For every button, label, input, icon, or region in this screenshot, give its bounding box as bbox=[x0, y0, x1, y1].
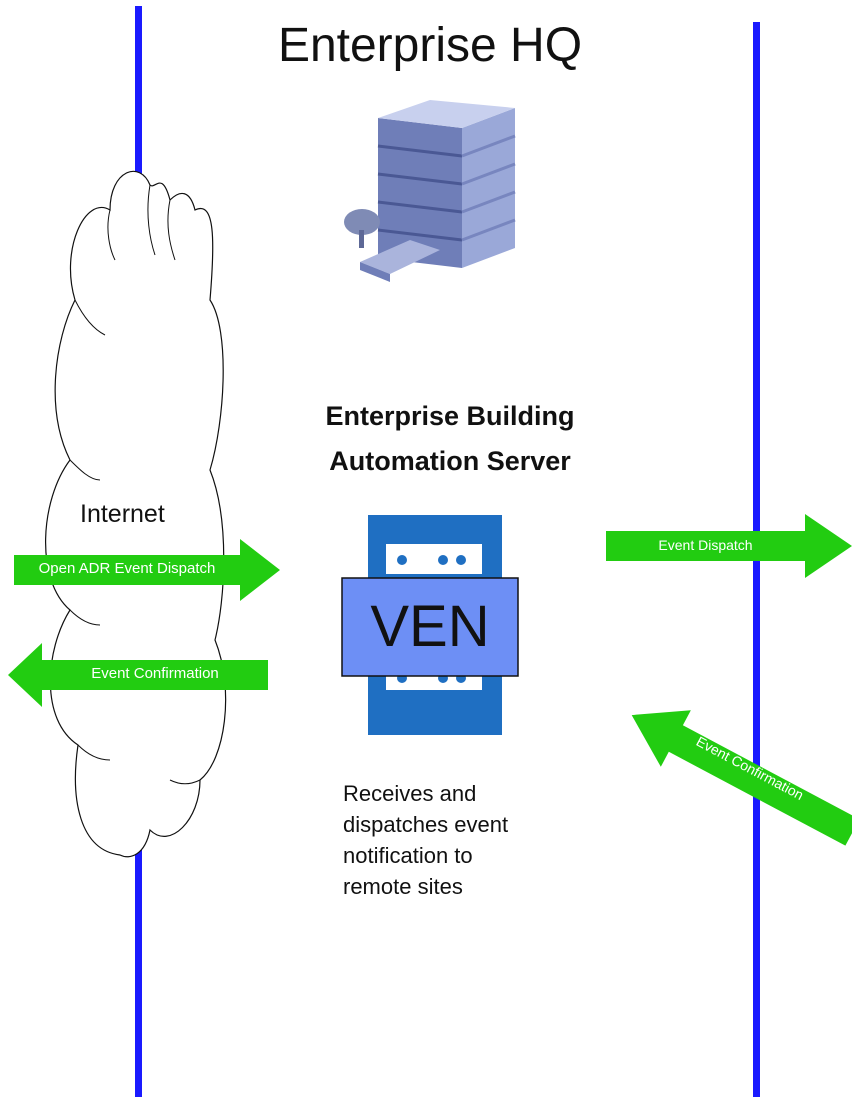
arrow-label-open-adr-dispatch: Open ADR Event Dispatch bbox=[38, 560, 216, 577]
server-heading: Enterprise Building Automation Server bbox=[260, 394, 640, 484]
page-title: Enterprise HQ bbox=[277, 19, 583, 72]
arrow-event-confirmation-right bbox=[631, 710, 852, 846]
description-line3: notification to bbox=[343, 843, 473, 868]
office-building-icon bbox=[344, 100, 516, 282]
description-line1: Receives and bbox=[343, 781, 477, 806]
arrow-open-adr-dispatch bbox=[14, 539, 280, 601]
server-heading-line1: Enterprise Building bbox=[325, 401, 575, 431]
arrow-label-event-confirmation-left: Event Confirmation bbox=[91, 665, 219, 682]
arrow-event-confirmation-left bbox=[8, 643, 268, 707]
description-line2: dispatches event bbox=[343, 812, 509, 837]
description-line4: remote sites bbox=[343, 874, 463, 899]
cloud-label: Internet bbox=[80, 500, 165, 528]
ven-label: VEN bbox=[370, 594, 490, 659]
arrow-label-event-dispatch: Event Dispatch bbox=[658, 537, 753, 553]
ven-description: Receives and dispatches event notificati… bbox=[343, 778, 573, 902]
server-heading-line2: Automation Server bbox=[329, 446, 571, 476]
server-rack-icon bbox=[341, 515, 519, 735]
arrow-event-dispatch bbox=[606, 514, 852, 578]
